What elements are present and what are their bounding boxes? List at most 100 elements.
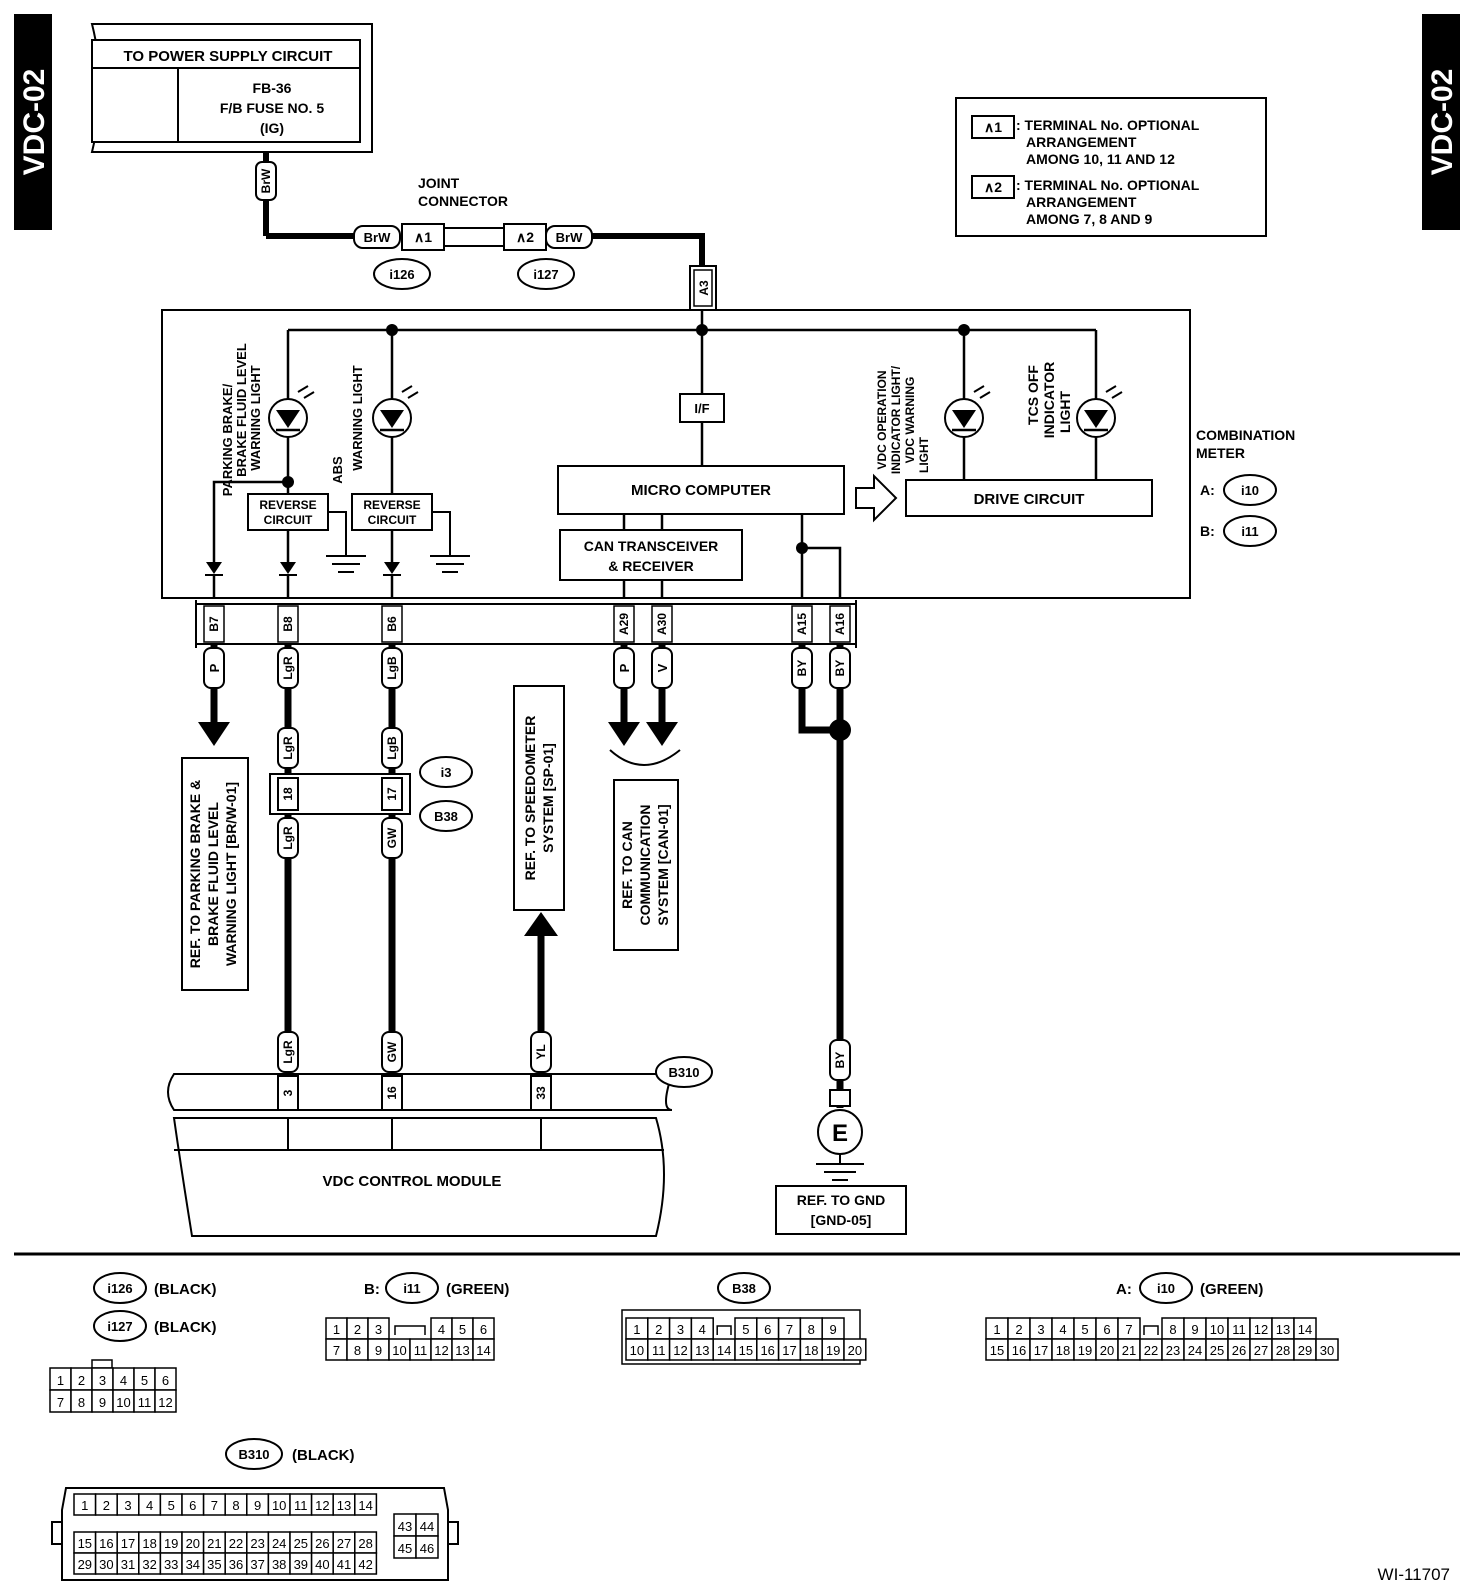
connector-view-labels: i126 (BLACK) i127 (BLACK) B: i11 (GREEN)… <box>93 1272 1263 1470</box>
svg-text:(GREEN): (GREEN) <box>1200 1281 1263 1298</box>
svg-text:5: 5 <box>459 1322 466 1337</box>
svg-text:ARRANGEMENT: ARRANGEMENT <box>1026 134 1137 150</box>
svg-text:COMMUNICATION: COMMUNICATION <box>637 804 653 925</box>
svg-text:11: 11 <box>138 1395 152 1410</box>
svg-text:3: 3 <box>375 1322 382 1337</box>
svg-text:BRAKE FLUID LEVEL: BRAKE FLUID LEVEL <box>234 343 249 477</box>
abs-warning-led <box>372 330 419 566</box>
svg-text:1: 1 <box>993 1322 1000 1337</box>
terminal-label: A29 <box>617 613 631 635</box>
svg-text:4: 4 <box>146 1498 153 1513</box>
wire-b7: P <box>198 644 230 746</box>
svg-text:10: 10 <box>630 1343 644 1358</box>
svg-text:7: 7 <box>211 1498 218 1513</box>
svg-text:26: 26 <box>315 1536 329 1551</box>
svg-text:3: 3 <box>124 1498 131 1513</box>
svg-text:2: 2 <box>1015 1322 1022 1337</box>
svg-text:2: 2 <box>103 1498 110 1513</box>
svg-text:9: 9 <box>254 1498 261 1513</box>
svg-text:17: 17 <box>121 1536 135 1551</box>
svg-text:B310: B310 <box>668 1065 699 1080</box>
svg-text:3: 3 <box>677 1322 684 1337</box>
svg-text:34: 34 <box>186 1557 200 1572</box>
svg-text:16: 16 <box>385 1086 399 1100</box>
joint-connector: JOINT CONNECTOR BrW ∧1 ∧2 BrW i126 i127 <box>353 175 705 290</box>
svg-text:12: 12 <box>158 1395 172 1410</box>
svg-text:12: 12 <box>315 1498 329 1513</box>
svg-text:VDC-02: VDC-02 <box>18 69 51 176</box>
svg-text:i127: i127 <box>533 267 558 282</box>
svg-text:B:: B: <box>1200 523 1215 539</box>
svg-text:VDC OPERATION: VDC OPERATION <box>875 370 889 469</box>
svg-text:COMBINATION: COMBINATION <box>1196 427 1295 443</box>
svg-text:(BLACK): (BLACK) <box>154 1319 216 1336</box>
wire-b8: LgR LgR LgR LgR <box>277 644 299 1076</box>
svg-text:10: 10 <box>116 1395 130 1410</box>
svg-text:21: 21 <box>1122 1343 1136 1358</box>
combination-meter: PARKING BRAKE/ BRAKE FLUID LEVEL WARNING… <box>161 309 1191 599</box>
svg-text:4: 4 <box>1059 1322 1066 1337</box>
svg-text:30: 30 <box>1320 1343 1334 1358</box>
svg-text:B38: B38 <box>732 1281 756 1296</box>
svg-text:19: 19 <box>1078 1343 1092 1358</box>
svg-text:14: 14 <box>1298 1322 1312 1337</box>
svg-text:8: 8 <box>808 1322 815 1337</box>
svg-text:7: 7 <box>1125 1322 1132 1337</box>
figure-id: WI-11707 <box>1378 1565 1450 1584</box>
svg-text:2: 2 <box>354 1322 361 1337</box>
svg-text:BrW: BrW <box>259 168 273 193</box>
svg-text:BrW: BrW <box>364 230 391 245</box>
svg-text:17: 17 <box>385 787 399 801</box>
svg-text:18: 18 <box>1056 1343 1070 1358</box>
svg-text:3: 3 <box>1037 1322 1044 1337</box>
terminal-label: B6 <box>385 616 399 632</box>
svg-text:YL: YL <box>534 1044 548 1059</box>
svg-text:6: 6 <box>162 1373 169 1388</box>
svg-text:FB-36: FB-36 <box>253 80 292 96</box>
svg-text:13: 13 <box>695 1343 709 1358</box>
svg-text:TO POWER SUPPLY CIRCUIT: TO POWER SUPPLY CIRCUIT <box>124 48 333 65</box>
svg-text:30: 30 <box>99 1557 113 1572</box>
connector-i3-b38: 18 17 i3 B38 <box>269 756 473 832</box>
svg-text:∧2: ∧2 <box>516 229 534 245</box>
svg-text:43: 43 <box>398 1519 412 1534</box>
svg-text:33: 33 <box>164 1557 178 1572</box>
svg-text:15: 15 <box>78 1536 92 1551</box>
svg-text:29: 29 <box>78 1557 92 1572</box>
can-transceiver <box>559 529 743 581</box>
svg-text:F/B FUSE NO. 5: F/B FUSE NO. 5 <box>220 100 324 116</box>
svg-text:28: 28 <box>358 1536 372 1551</box>
svg-text:6: 6 <box>1103 1322 1110 1337</box>
svg-text:7: 7 <box>333 1343 340 1358</box>
svg-text:14: 14 <box>717 1343 731 1358</box>
svg-text:B:: B: <box>364 1281 380 1298</box>
terminal-label: B8 <box>281 616 295 632</box>
svg-text:REF. TO PARKING BRAKE &: REF. TO PARKING BRAKE & <box>187 780 203 969</box>
svg-text:BY: BY <box>833 1052 847 1069</box>
svg-text:GW: GW <box>385 827 399 848</box>
svg-text:i126: i126 <box>389 267 414 282</box>
svg-text:22: 22 <box>229 1536 243 1551</box>
svg-text:11: 11 <box>1232 1322 1246 1337</box>
svg-text:(BLACK): (BLACK) <box>292 1447 354 1464</box>
svg-text:WARNING LIGHT: WARNING LIGHT <box>350 365 365 470</box>
vdc-indicator-led <box>944 330 991 480</box>
svg-text:39: 39 <box>294 1557 308 1572</box>
svg-text:(GREEN): (GREEN) <box>446 1281 509 1298</box>
svg-text:CIRCUIT: CIRCUIT <box>368 513 417 527</box>
svg-text:4: 4 <box>120 1373 127 1388</box>
svg-text:i127: i127 <box>107 1319 132 1334</box>
svg-text:35: 35 <box>207 1557 221 1572</box>
svg-text:REF. TO SPEEDOMETER: REF. TO SPEEDOMETER <box>522 716 538 881</box>
svg-text:8: 8 <box>354 1343 361 1358</box>
svg-text:WARNING LIGHT: WARNING LIGHT <box>248 365 263 470</box>
svg-text:4: 4 <box>699 1322 706 1337</box>
svg-text:2: 2 <box>78 1373 85 1388</box>
svg-text:8: 8 <box>232 1498 239 1513</box>
svg-text:CONNECTOR: CONNECTOR <box>418 193 508 209</box>
svg-text:AMONG 10, 11 AND 12: AMONG 10, 11 AND 12 <box>1026 151 1175 167</box>
svg-text:12: 12 <box>434 1343 448 1358</box>
legend-box: ∧1 : TERMINAL No. OPTIONAL ARRANGEMENT A… <box>955 97 1267 237</box>
svg-text:32: 32 <box>142 1557 156 1572</box>
svg-text:B38: B38 <box>434 809 458 824</box>
